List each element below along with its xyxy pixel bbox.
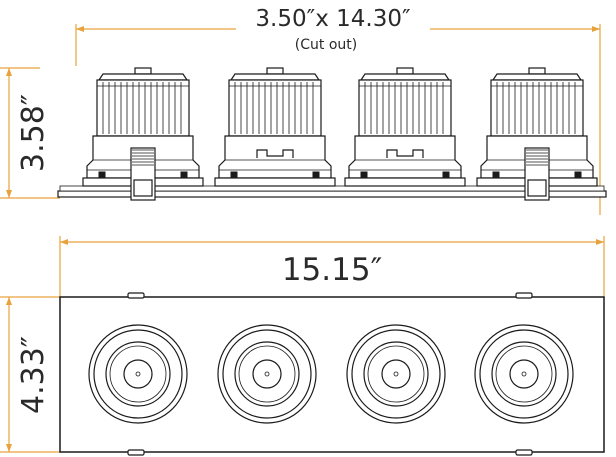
clip-foot	[527, 179, 547, 197]
heatsink-cap	[396, 67, 414, 75]
side-height-label: 3.58″	[16, 94, 51, 172]
heatsink-top	[97, 73, 189, 81]
screw-mark	[230, 171, 238, 178]
heatsink-body	[490, 79, 584, 137]
lamp-reflector	[363, 341, 429, 407]
lamp-lens	[123, 359, 153, 389]
heatsink-cap	[134, 67, 152, 75]
lamp-led	[135, 371, 141, 377]
side-view-module	[476, 67, 598, 201]
lamp-base	[344, 177, 466, 187]
clip-foot	[133, 179, 153, 197]
lamp-outer-ring	[217, 324, 317, 424]
trim-clip	[515, 292, 533, 299]
side-height-dimension: 3.58″	[0, 67, 60, 199]
side-view-module	[82, 67, 204, 201]
lamp-reflector	[105, 341, 171, 407]
heatsink-body	[358, 79, 452, 137]
lamp-reflector-inner	[367, 345, 425, 403]
lamp-head	[217, 324, 317, 424]
heatsink-body	[228, 79, 322, 137]
lamp-head	[88, 324, 188, 424]
side-view-module	[214, 67, 336, 187]
lamp-reflector	[491, 341, 557, 407]
lamp-trim-ring	[479, 329, 569, 419]
lamp-outer-ring	[346, 324, 446, 424]
overall-length-label: 15.15″	[282, 252, 382, 288]
screw-mark	[442, 171, 450, 178]
lamp-led	[521, 371, 527, 377]
heatsink-body	[96, 79, 190, 137]
side-view-modules	[82, 67, 598, 201]
lamp-lens	[252, 359, 282, 389]
lamp-trim-ring	[351, 329, 441, 419]
lamp-trim-ring	[222, 329, 312, 419]
screw-mark	[360, 171, 368, 178]
side-view	[57, 67, 607, 201]
screw-mark	[574, 171, 582, 178]
lamp-trim-ring	[93, 329, 183, 419]
lamp-reflector-inner	[495, 345, 553, 403]
lamp-led	[264, 371, 270, 377]
lamp-reflector	[234, 341, 300, 407]
lamp-head	[474, 324, 574, 424]
trim-clip	[127, 449, 145, 456]
heatsink-cap	[266, 67, 284, 75]
screw-mark	[492, 171, 500, 178]
overall-length-dimension: 15.15″	[59, 236, 605, 300]
front-view	[59, 292, 605, 456]
bracket-notch	[386, 149, 424, 158]
side-view-module	[344, 67, 466, 187]
lamp-reflector-inner	[238, 345, 296, 403]
lamp-base	[214, 177, 336, 187]
screw-mark	[98, 171, 106, 178]
trim-clip	[127, 292, 145, 299]
lamp-lens	[509, 359, 539, 389]
cutout-note-label: (Cut out)	[295, 37, 357, 53]
front-height-dimension: 4.33″	[0, 296, 60, 453]
trim-clip	[515, 449, 533, 456]
screw-mark	[180, 171, 188, 178]
front-view-clips	[127, 292, 533, 456]
heatsink-top	[229, 73, 321, 81]
cutout-dimension-label: 3.50″x 14.30″	[255, 6, 411, 32]
lamp-lens	[381, 359, 411, 389]
front-height-label: 4.33″	[16, 336, 51, 414]
lamp-outer-ring	[88, 324, 188, 424]
lamp-head	[346, 324, 446, 424]
front-view-trim-plate	[59, 296, 605, 453]
cutout-dimension: 3.50″x 14.30″ (Cut out)	[75, 6, 601, 215]
heatsink-top	[491, 73, 583, 81]
lamp-outer-ring	[474, 324, 574, 424]
heatsink-cap	[528, 67, 546, 75]
front-view-lamps	[88, 324, 574, 424]
screw-mark	[312, 171, 320, 178]
lamp-reflector-inner	[109, 345, 167, 403]
heatsink-top	[359, 73, 451, 81]
bracket-notch	[256, 149, 294, 158]
lamp-led	[393, 371, 399, 377]
